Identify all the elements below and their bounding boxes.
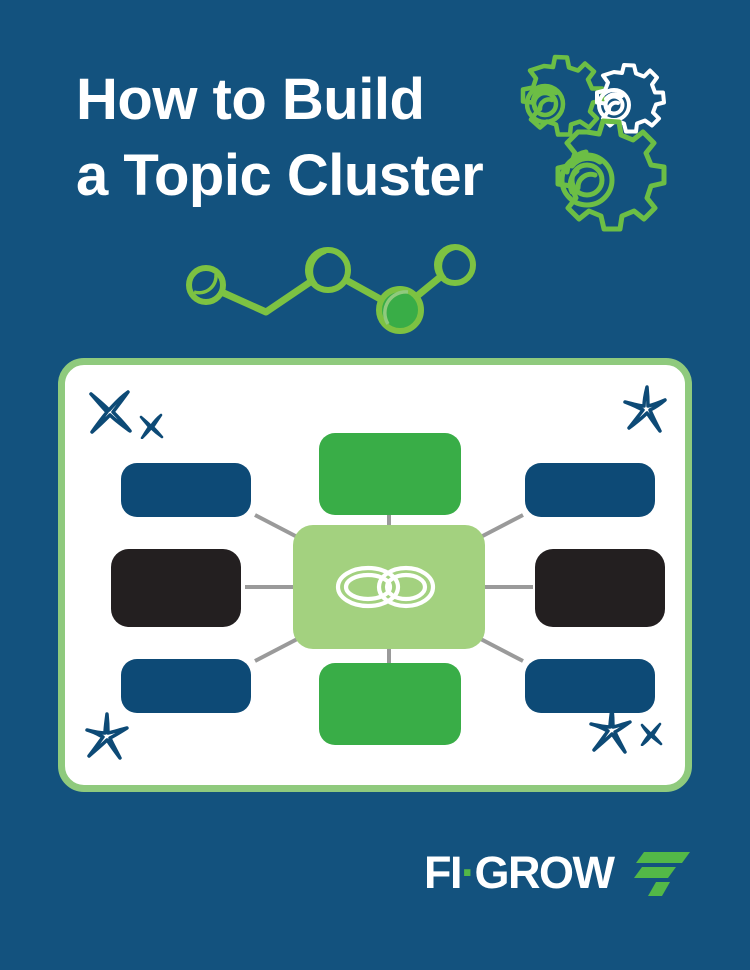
logo-text-before: FI [424, 847, 463, 898]
page-title: How to Build a Topic Cluster [76, 62, 516, 214]
node-4 [434, 244, 476, 286]
sparkle-bottom-right-small-icon [639, 722, 663, 751]
sparkle-bottom-right-large-icon [589, 706, 633, 759]
cluster-box-top [319, 433, 461, 515]
logo-wordmark: FI·GROW [424, 847, 615, 898]
cluster-box-middle-right [535, 549, 665, 627]
sparkle-top-left-small-icon [138, 413, 164, 444]
cluster-box-bottom-left [121, 659, 251, 713]
connected-nodes-illustration [178, 240, 494, 336]
cluster-box-bottom [319, 663, 461, 745]
gears-illustration [492, 52, 672, 237]
title-line-2: a Topic Cluster [76, 143, 484, 208]
cluster-box-bottom-right [525, 659, 655, 713]
title-line-1: How to Build [76, 67, 425, 132]
gear-large-green-icon [555, 118, 667, 232]
cluster-box-middle-left [111, 549, 241, 627]
logo-separator-dot: · [461, 847, 476, 898]
sparkle-top-right-large-icon [623, 385, 667, 438]
linked-rings-icon [335, 565, 436, 609]
sparkle-top-left-large-icon [87, 389, 133, 440]
sparkle-bottom-left-large-icon [85, 712, 131, 765]
topic-cluster-card [58, 358, 692, 792]
cluster-box-top-right [525, 463, 655, 517]
node-1 [186, 265, 226, 305]
gear-small-green-icon [520, 54, 606, 137]
fi-grow-logo: FI·GROW [424, 848, 690, 900]
logo-text-after: GROW [474, 847, 615, 898]
gear-small-white-icon [595, 63, 666, 134]
pillar-page-box [293, 525, 485, 649]
slanted-f-mark-icon [634, 852, 690, 896]
node-2 [305, 247, 351, 293]
topic-cluster-diagram [65, 365, 685, 785]
cluster-box-top-left [121, 463, 251, 517]
